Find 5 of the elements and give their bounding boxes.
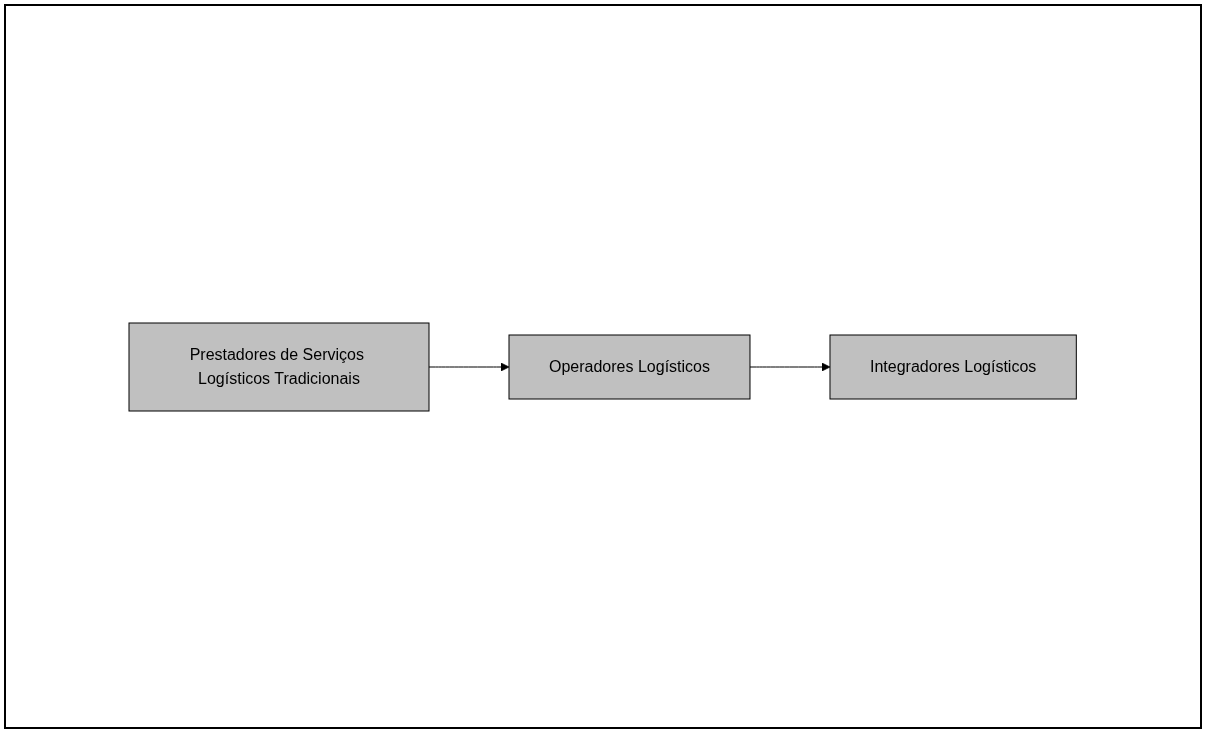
node-box: Integradores Logísticos xyxy=(829,334,1078,399)
node-box: Prestadores de Serviços Logísticos Tradicionais xyxy=(128,322,430,411)
arrow xyxy=(428,362,510,371)
arrow xyxy=(749,362,831,371)
node-box: Operadores Logísticos xyxy=(508,334,751,399)
